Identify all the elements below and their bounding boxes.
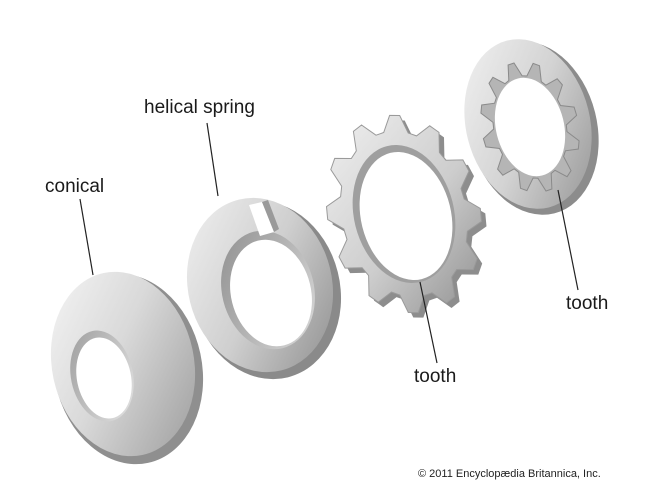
leader-conical	[79, 198, 94, 276]
helical-spring-washer	[186, 197, 342, 380]
conical-washer	[50, 271, 204, 465]
external-tooth-washer	[325, 114, 487, 318]
internal-tooth-washer	[464, 39, 599, 215]
label-tooth-internal: tooth	[566, 293, 609, 314]
leader-tooth-external	[419, 281, 438, 364]
leader-lines	[79, 122, 579, 364]
leader-helical	[206, 122, 219, 197]
leader-tooth-internal	[557, 189, 579, 291]
copyright-credit: © 2011 Encyclopædia Britannica, Inc.	[418, 468, 601, 480]
label-conical: conical	[45, 176, 105, 197]
label-helical-spring: helical spring	[144, 97, 255, 118]
label-tooth-external: tooth	[414, 366, 457, 387]
